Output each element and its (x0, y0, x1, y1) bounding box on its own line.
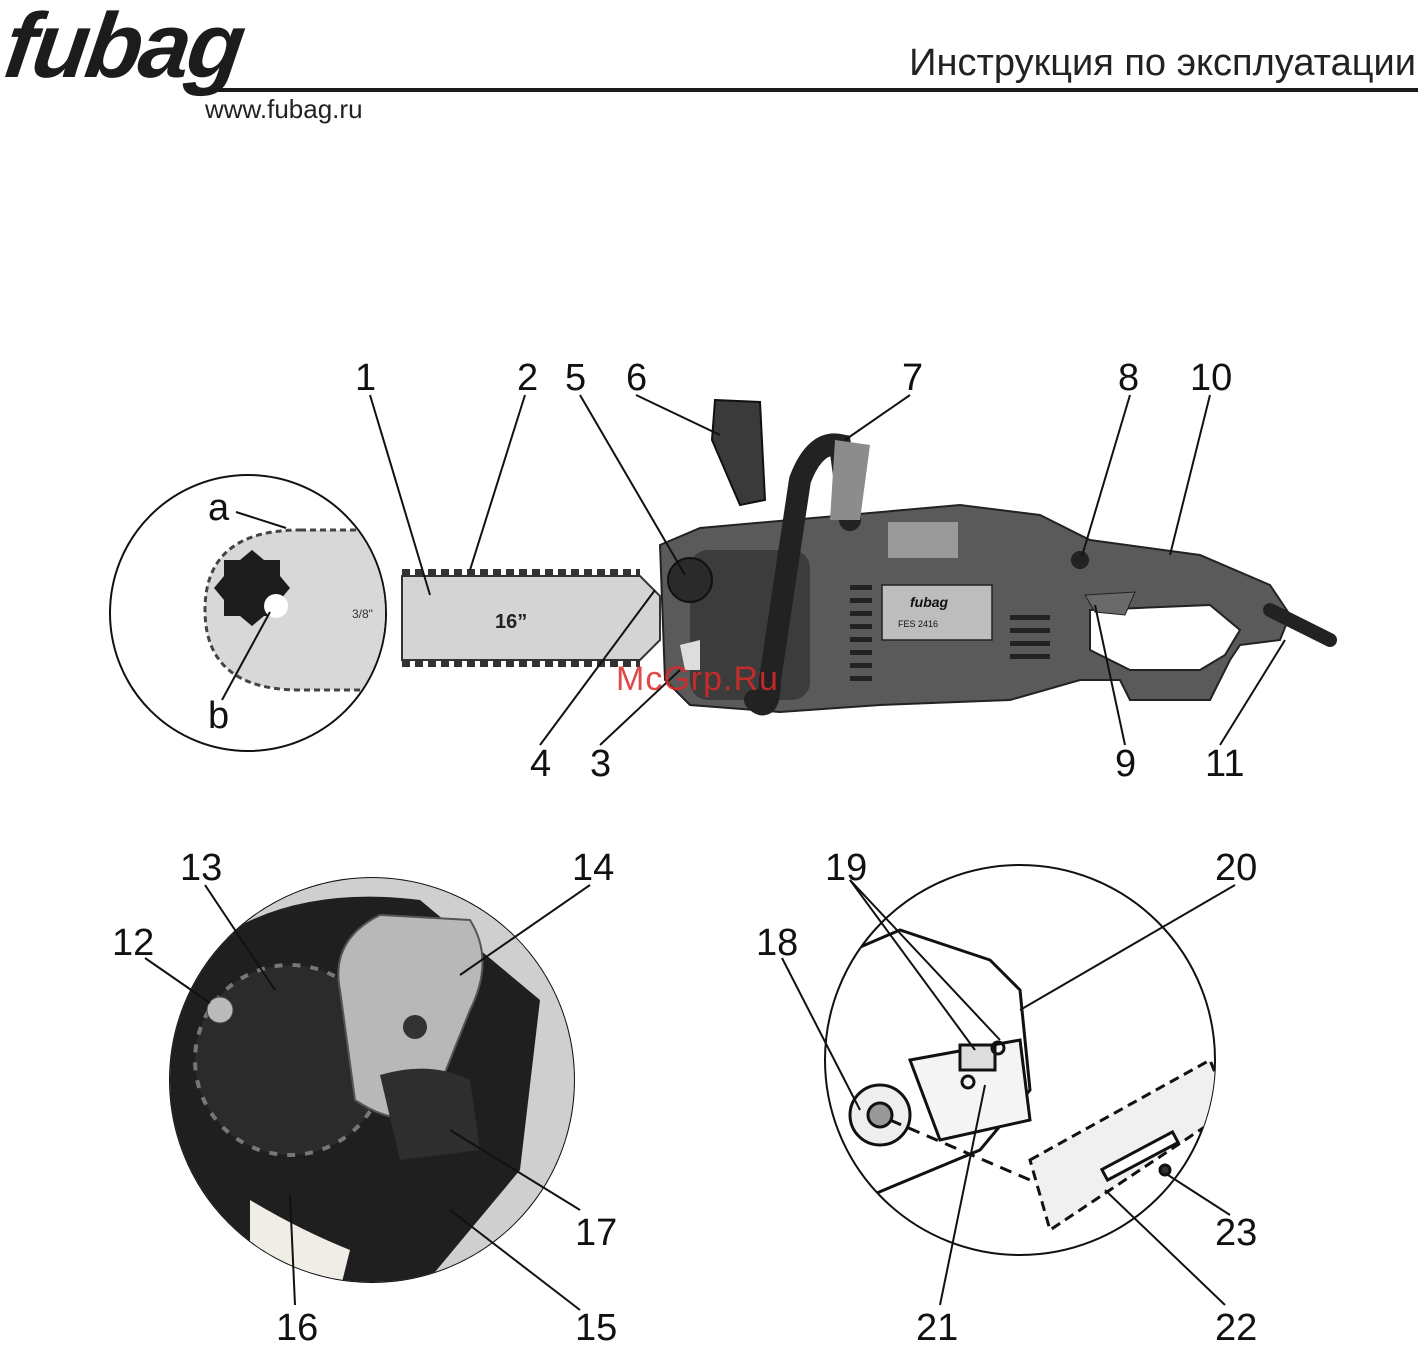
lock-button (1071, 551, 1089, 569)
chainsaw-main-drawing: 3/8" fubag 16” fubag FES 2416 (110, 357, 1330, 785)
label-17: 17 (575, 1212, 617, 1254)
label-5: 5 (565, 357, 586, 399)
label-4: 4 (530, 743, 551, 785)
watermark-text: McGrp.Ru (616, 660, 779, 699)
label-9: 9 (1115, 743, 1136, 785)
guide-bar (402, 576, 660, 660)
label-3: 3 (590, 743, 611, 785)
bar-mounting-diagram: 19 20 18 21 22 23 (756, 847, 1257, 1349)
label-15: 15 (575, 1307, 617, 1349)
label-10: 10 (1190, 357, 1232, 399)
tension-knob (668, 558, 712, 602)
label-1: 1 (355, 357, 376, 399)
label-21: 21 (916, 1307, 958, 1349)
label-20: 20 (1215, 847, 1257, 889)
label-19: 19 (825, 847, 867, 889)
label-18: 18 (756, 922, 798, 964)
label-8: 8 (1118, 357, 1139, 399)
label-2: 2 (517, 357, 538, 399)
tensioner-closeup: 13 14 12 17 16 15 (112, 847, 617, 1349)
pitch-label: 3/8" (352, 607, 373, 621)
label-12: 12 (112, 922, 154, 964)
oil-cover (888, 522, 958, 558)
chain-brake-guard (712, 400, 765, 505)
label-13: 13 (180, 847, 222, 889)
nameplate-brand: fubag (910, 594, 949, 610)
label-23: 23 (1215, 1212, 1257, 1254)
label-7: 7 (902, 357, 923, 399)
handle-guard (830, 440, 870, 520)
label-b: b (208, 695, 229, 737)
label-a: a (208, 487, 230, 529)
label-6: 6 (626, 357, 647, 399)
label-16: 16 (276, 1307, 318, 1349)
label-22: 22 (1215, 1307, 1257, 1349)
label-11: 11 (1205, 743, 1244, 785)
bar-size-label: 16” (495, 611, 527, 633)
nameplate-model: FES 2416 (898, 619, 938, 629)
label-14: 14 (572, 847, 614, 889)
